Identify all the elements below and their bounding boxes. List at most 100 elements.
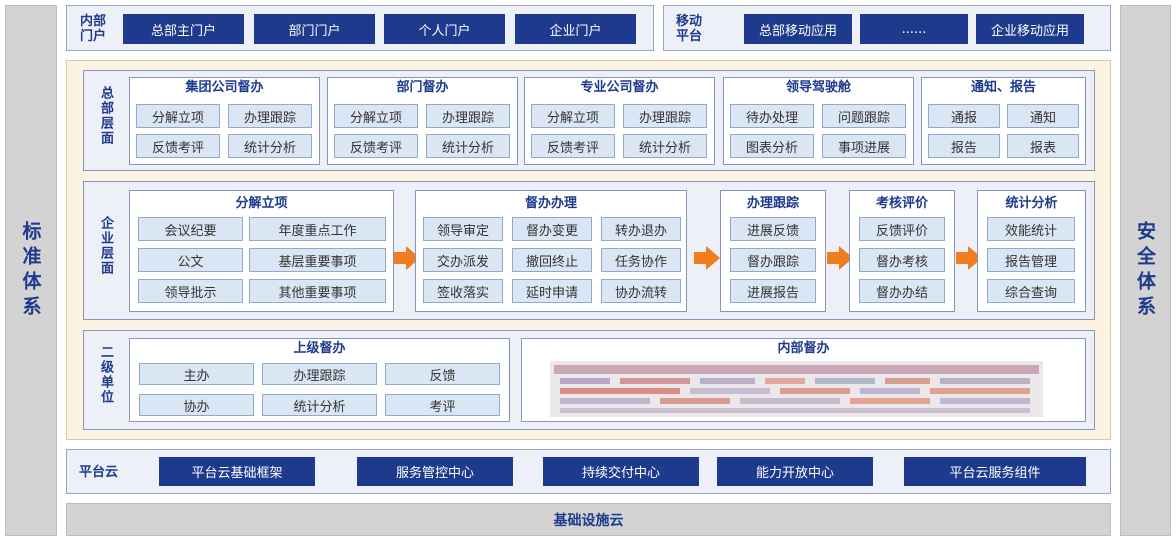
- ent-cell[interactable]: 效能统计: [987, 217, 1075, 241]
- hq-group-department: 部门督办 分解立项 办理跟踪 反馈考评 统计分析: [327, 77, 518, 165]
- ent-cell[interactable]: 领导批示: [138, 279, 243, 303]
- blurred-flow-image: [550, 361, 1043, 417]
- ent-cell[interactable]: 任务协作: [601, 248, 681, 272]
- sub-group-title: 内部督办: [777, 341, 830, 356]
- ent-group-statistics: 统计分析 效能统计 报告管理 综合查询: [977, 190, 1086, 312]
- hq-group-leader-cockpit: 领导驾驶舱 待办处理 问题跟踪 图表分析 事项进展: [723, 77, 914, 165]
- ent-cell[interactable]: 领导审定: [423, 217, 503, 241]
- sub-group-internal-supervision: 内部督办: [521, 338, 1086, 422]
- ent-cell[interactable]: 撤回终止: [512, 248, 592, 272]
- portal-item-enterprise[interactable]: 企业门户: [515, 14, 636, 44]
- internal-portal-panel: 内部门户 总部主门户 部门门户 个人门户 企业门户: [66, 5, 654, 51]
- hq-cell[interactable]: 反馈考评: [334, 134, 418, 158]
- sub-cell[interactable]: 协办: [139, 394, 254, 416]
- ent-cell[interactable]: 督办变更: [512, 217, 592, 241]
- ent-group-handle: 督办办理 领导审定 督办变更 转办退办 交办派发 撤回终止 任务协作 签收落实 …: [415, 190, 687, 312]
- ent-group-decompose: 分解立项 会议纪要 年度重点工作 公文 基层重要事项 领导批示 其他重要事项: [129, 190, 394, 312]
- hq-cell[interactable]: 图表分析: [730, 134, 814, 158]
- ent-cell[interactable]: 综合查询: [987, 279, 1075, 303]
- sub-group-title: 上级督办: [293, 341, 346, 356]
- sub-cell[interactable]: 考评: [385, 394, 500, 416]
- ent-cell[interactable]: 延时申请: [512, 279, 592, 303]
- hq-cell[interactable]: 报告: [928, 134, 1000, 158]
- hq-group-title: 集团公司督办: [185, 80, 264, 95]
- security-system-bar: 安全体系: [1120, 5, 1171, 536]
- hq-cell[interactable]: 统计分析: [228, 134, 312, 158]
- hq-cell[interactable]: 办理跟踪: [426, 104, 510, 128]
- enterprise-layer-label: 企业层面: [98, 216, 113, 276]
- sub-cell[interactable]: 办理跟踪: [262, 363, 377, 385]
- mobile-item-enterprise[interactable]: 企业移动应用: [976, 14, 1084, 44]
- hq-cell[interactable]: 办理跟踪: [228, 104, 312, 128]
- hq-cell[interactable]: 统计分析: [623, 134, 707, 158]
- hq-group-group-company: 集团公司督办 分解立项 办理跟踪 反馈考评 统计分析: [129, 77, 320, 165]
- platform-cloud-label: 平台云: [79, 465, 119, 480]
- ent-cell[interactable]: 反馈评价: [859, 217, 945, 241]
- portal-item-department[interactable]: 部门门户: [254, 14, 375, 44]
- ent-cell[interactable]: 督办跟踪: [730, 248, 816, 272]
- hq-cell[interactable]: 分解立项: [334, 104, 418, 128]
- hq-layer-label: 总部层面: [98, 86, 113, 146]
- hq-cell[interactable]: 反馈考评: [136, 134, 220, 158]
- hq-cell[interactable]: 分解立项: [531, 104, 615, 128]
- ent-cell[interactable]: 年度重点工作: [249, 217, 386, 241]
- hq-cell[interactable]: 反馈考评: [531, 134, 615, 158]
- cloud-item-base-framework[interactable]: 平台云基础框架: [159, 457, 315, 486]
- hq-group-specialized-company: 专业公司督办 分解立项 办理跟踪 反馈考评 统计分析: [524, 77, 715, 165]
- ent-group-evaluation: 考核评价 反馈评价 督办考核 督办办结: [849, 190, 955, 312]
- hq-group-notice-report: 通知、报告 通报 通知 报告 报表: [921, 77, 1086, 165]
- ent-cell[interactable]: 督办考核: [859, 248, 945, 272]
- ent-cell[interactable]: 基层重要事项: [249, 248, 386, 272]
- mobile-platform-label: 移动平台: [675, 14, 702, 44]
- ent-cell[interactable]: 交办派发: [423, 248, 503, 272]
- ent-group-title: 分解立项: [235, 196, 288, 211]
- ent-cell[interactable]: 转办退办: [601, 217, 681, 241]
- ent-cell[interactable]: 报告管理: [987, 248, 1075, 272]
- ent-group-title: 督办办理: [524, 196, 577, 211]
- hq-group-title: 专业公司督办: [580, 80, 659, 95]
- cloud-item-service-components[interactable]: 平台云服务组件: [904, 457, 1086, 486]
- hq-cell[interactable]: 办理跟踪: [623, 104, 707, 128]
- security-system-label: 安全体系: [1134, 220, 1156, 321]
- standard-system-label: 标准体系: [19, 220, 42, 321]
- ent-cell[interactable]: 签收落实: [423, 279, 503, 303]
- cloud-item-capability-open[interactable]: 能力开放中心: [717, 457, 873, 486]
- sub-cell[interactable]: 主办: [139, 363, 254, 385]
- mobile-item-more[interactable]: ......: [860, 14, 968, 44]
- sub-unit-layer-label: 二级单位: [98, 345, 113, 405]
- sub-cell[interactable]: 反馈: [385, 363, 500, 385]
- sub-cell[interactable]: 统计分析: [262, 394, 377, 416]
- hq-cell[interactable]: 通报: [928, 104, 1000, 128]
- flow-arrow-icon: [694, 246, 720, 270]
- hq-group-title: 通知、报告: [970, 80, 1036, 95]
- ent-cell[interactable]: 进展报告: [730, 279, 816, 303]
- hq-group-title: 部门督办: [396, 80, 449, 95]
- hq-cell[interactable]: 问题跟踪: [822, 104, 906, 128]
- ent-cell[interactable]: 督办办结: [859, 279, 945, 303]
- ent-cell[interactable]: 进展反馈: [730, 217, 816, 241]
- hq-cell[interactable]: 分解立项: [136, 104, 220, 128]
- ent-cell[interactable]: 公文: [138, 248, 243, 272]
- mobile-platform-panel: 移动平台 总部移动应用 ...... 企业移动应用: [663, 5, 1111, 51]
- hq-cell[interactable]: 待办处理: [730, 104, 814, 128]
- mobile-item-hq[interactable]: 总部移动应用: [744, 14, 852, 44]
- internal-supervision-image: [550, 361, 1043, 417]
- ent-group-track: 办理跟踪 进展反馈 督办跟踪 进展报告: [720, 190, 826, 312]
- sub-group-upper-supervision: 上级督办 主办 办理跟踪 反馈 协办 统计分析 考评: [129, 338, 510, 422]
- portal-item-hq[interactable]: 总部主门户: [123, 14, 244, 44]
- ent-cell[interactable]: 协办流转: [601, 279, 681, 303]
- ent-cell[interactable]: 其他重要事项: [249, 279, 386, 303]
- hq-cell[interactable]: 通知: [1007, 104, 1079, 128]
- portal-item-personal[interactable]: 个人门户: [384, 14, 505, 44]
- hq-group-title: 领导驾驶舱: [785, 80, 851, 95]
- standard-system-bar: 标准体系: [5, 5, 57, 536]
- hq-cell[interactable]: 事项进展: [822, 134, 906, 158]
- platform-cloud-panel: 平台云 平台云基础框架 服务管控中心 持续交付中心 能力开放中心 平台云服务组件: [66, 449, 1111, 494]
- ent-cell[interactable]: 会议纪要: [138, 217, 243, 241]
- hq-cell[interactable]: 报表: [1007, 134, 1079, 158]
- ent-group-title: 统计分析: [1005, 196, 1058, 211]
- hq-cell[interactable]: 统计分析: [426, 134, 510, 158]
- cloud-item-continuous-delivery[interactable]: 持续交付中心: [543, 457, 699, 486]
- internal-portal-label: 内部门户: [79, 14, 106, 44]
- cloud-item-service-control[interactable]: 服务管控中心: [357, 457, 513, 486]
